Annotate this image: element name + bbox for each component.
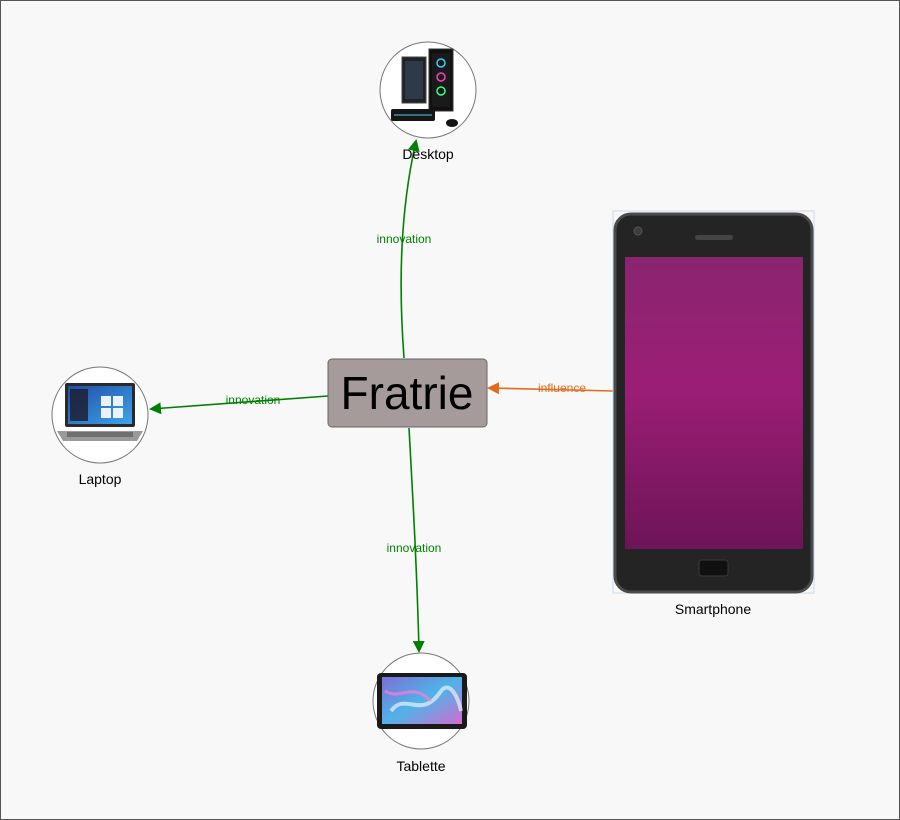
laptop-icon — [57, 383, 143, 441]
tablet-icon — [377, 673, 467, 729]
node-smartphone[interactable]: Smartphone — [612, 210, 815, 617]
node-desktop[interactable]: Desktop — [379, 41, 477, 162]
smartphone-icon — [613, 212, 814, 594]
edge-label-laptop: innovation — [226, 393, 281, 407]
desktop-pc-icon — [391, 48, 458, 127]
node-label-smartphone: Smartphone — [675, 601, 751, 617]
edge-label-desktop: innovation — [377, 232, 432, 246]
center-node-fratrie[interactable]: Fratrie — [327, 358, 488, 428]
edge-fratrie-desktop: innovation — [377, 139, 432, 359]
node-label-desktop: Desktop — [402, 146, 454, 162]
edge-fratrie-laptop: innovation — [149, 393, 329, 415]
edge-smartphone-fratrie: influence — [487, 381, 614, 395]
node-laptop[interactable]: Laptop — [51, 366, 149, 487]
edge-label-smartphone: influence — [538, 381, 586, 395]
node-label-tablette: Tablette — [396, 758, 445, 774]
node-tablette[interactable]: Tablette — [372, 652, 470, 774]
edge-fratrie-tablette: innovation — [387, 427, 442, 653]
center-node-label: Fratrie — [341, 367, 474, 419]
edge-label-tablette: innovation — [387, 541, 442, 555]
node-label-laptop: Laptop — [79, 471, 122, 487]
